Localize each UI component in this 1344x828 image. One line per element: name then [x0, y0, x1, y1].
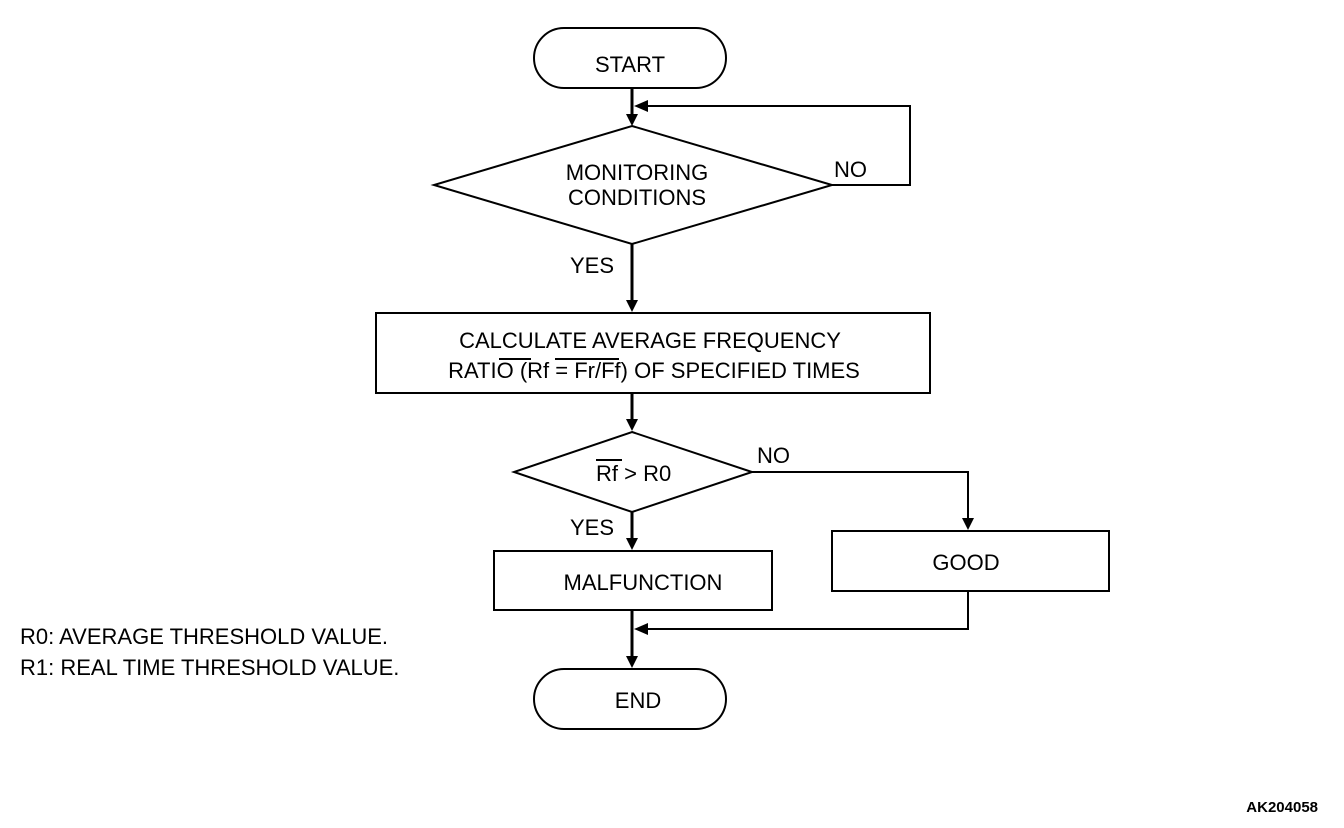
monitoring-no-label: NO — [834, 157, 867, 182]
calculate-label-formula: (Rf = Fr/Ff) — [520, 358, 628, 383]
arrowhead — [626, 419, 638, 431]
malfunction-label: MALFUNCTION — [564, 570, 723, 595]
connector-malfunction-to-end — [626, 610, 638, 668]
good-box — [831, 530, 1110, 592]
calculate-label-prefix: RATIO — [448, 358, 520, 383]
arrowhead — [626, 538, 638, 550]
malfunction-process: MALFUNCTION — [493, 550, 773, 611]
start-terminal: START — [533, 27, 727, 89]
compare-decision: Rf > R0 — [510, 430, 756, 514]
good-process: GOOD — [831, 530, 1110, 592]
compare-label: Rf > R0 — [596, 461, 671, 486]
monitoring-yes-label: YES — [570, 253, 614, 278]
calculate-label-line1: CALCULATE AVERAGE FREQUENCY — [459, 328, 841, 353]
figure-code: AK204058 — [1246, 799, 1318, 816]
connector-good-to-end — [634, 591, 969, 635]
start-shape — [533, 27, 727, 89]
monitoring-label-line2: CONDITIONS — [568, 185, 706, 210]
monitoring-label-line1: MONITORING — [566, 160, 709, 185]
legend-r0: R0: AVERAGE THRESHOLD VALUE. — [20, 624, 388, 649]
calculate-label-line2: RATIO (Rf = Fr/Ff) OF SPECIFIED TIMES — [448, 358, 860, 383]
end-shape — [533, 668, 727, 730]
connector-start-to-monitoring — [626, 88, 638, 126]
monitoring-decision: MONITORING CONDITIONS — [430, 124, 836, 246]
compare-var: Rf — [596, 461, 619, 486]
connector-compare-yes: YES — [570, 512, 638, 550]
calculate-process: CALCULATE AVERAGE FREQUENCY RATIO (Rf = … — [375, 312, 931, 394]
legend-r1: R1: REAL TIME THRESHOLD VALUE. — [20, 655, 399, 680]
arrowhead — [634, 623, 648, 635]
legend: R0: AVERAGE THRESHOLD VALUE. R1: REAL TI… — [20, 624, 399, 680]
arrowhead — [626, 656, 638, 668]
arrowhead — [626, 300, 638, 312]
calculate-box — [375, 312, 931, 394]
compare-yes-label: YES — [570, 515, 614, 540]
end-terminal: END — [533, 668, 727, 730]
compare-rest: > R0 — [618, 461, 671, 486]
monitoring-no-loop: NO — [634, 100, 911, 186]
good-label: GOOD — [932, 550, 999, 575]
start-label: START — [595, 52, 665, 77]
connector-compare-no: NO — [752, 443, 974, 530]
calculate-label-suffix: OF SPECIFIED TIMES — [628, 358, 860, 383]
arrowhead — [626, 114, 638, 126]
malfunction-box — [493, 550, 773, 611]
end-label: END — [615, 688, 661, 713]
compare-no-label: NO — [757, 443, 790, 468]
connector-monitoring-yes: YES — [570, 244, 638, 312]
arrowhead — [634, 100, 648, 112]
connector-calculate-to-compare — [626, 393, 638, 431]
arrowhead — [962, 518, 974, 530]
